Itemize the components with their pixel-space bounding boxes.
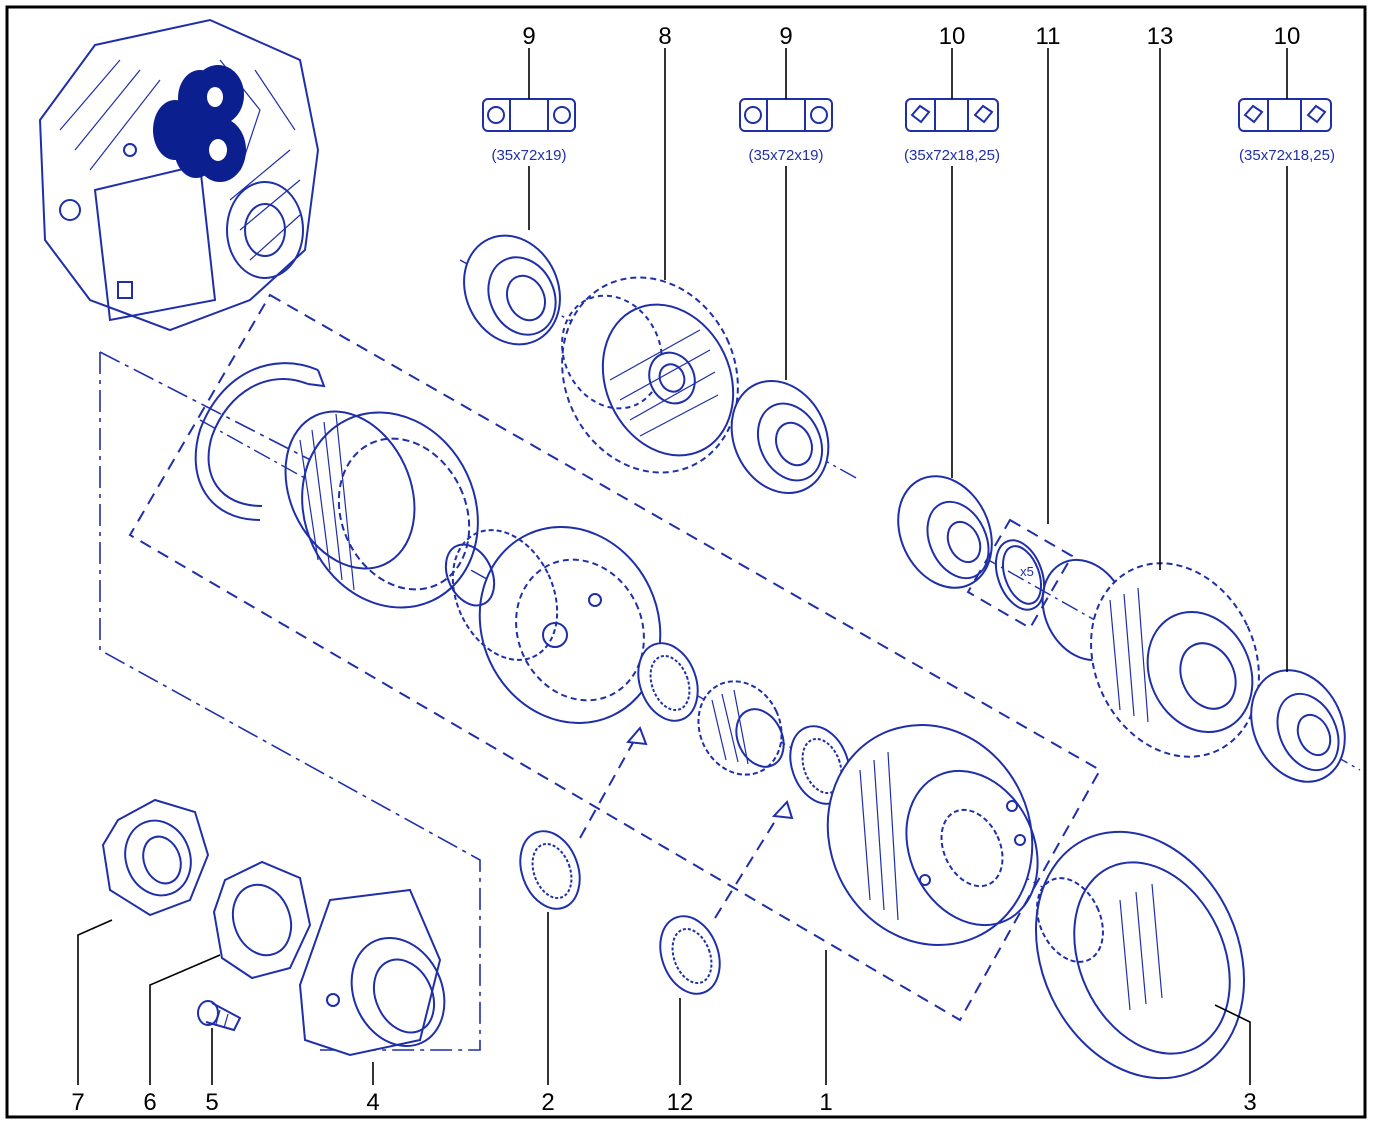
snap-ring — [194, 362, 326, 521]
assembly-boundary-differential — [128, 293, 1102, 1022]
part-13-gear — [1041, 558, 1260, 758]
part-2-thrust-bearing — [519, 830, 581, 910]
part-8-gear — [561, 276, 739, 474]
bearing-spec-10a: (35x72x18,25) — [904, 147, 1000, 164]
callout-8: 8 — [658, 23, 671, 50]
part-9-bearing-left — [463, 234, 561, 346]
ball-bearing-symbol-icon — [487, 106, 505, 124]
gearbox-thumbnail — [38, 18, 320, 332]
part-9-bearing-right — [730, 379, 830, 495]
bearing-symbol-10a — [905, 98, 999, 132]
diagram-frame — [5, 5, 1367, 1119]
tapered-roller-bearing-symbol-icon — [910, 104, 931, 124]
ring-gear-housing — [284, 410, 479, 609]
part-12-thrust-bearing — [659, 915, 721, 995]
bearing-symbol-9a — [482, 98, 576, 132]
part-5-bolt — [197, 1000, 242, 1032]
pinion-gear — [697, 680, 785, 776]
shim-quantity-note: x5 — [1020, 564, 1034, 579]
callout-13: 13 — [1147, 23, 1174, 50]
assembly-boundary-outer — [99, 351, 481, 1051]
callout-9-left: 9 — [522, 23, 535, 50]
part-6-hex-nut — [212, 860, 312, 980]
part-4-flange-bearing — [298, 888, 446, 1057]
callout-10-left: 10 — [939, 23, 966, 50]
callout-11: 11 — [1036, 23, 1061, 50]
part-1-planet-carrier — [826, 724, 1039, 946]
callout-9-right: 9 — [779, 23, 792, 50]
callout-12: 12 — [667, 1089, 694, 1116]
callout-1: 1 — [819, 1089, 832, 1116]
part-3-drum — [1035, 830, 1245, 1080]
highlighted-gear-set — [153, 65, 246, 182]
callout-2: 2 — [541, 1089, 554, 1116]
part-11-shim-set: x5 — [966, 518, 1074, 630]
bearing-spec-9a: (35x72x19) — [491, 147, 566, 164]
bearing-spec-10b: (35x72x18,25) — [1239, 147, 1335, 164]
bearing-symbol-10b — [1238, 98, 1332, 132]
part-7-nut-cap — [101, 798, 210, 917]
callout-7: 7 — [71, 1089, 84, 1116]
ball-bearing-symbol-icon — [744, 106, 762, 124]
part-10-bearing-left — [897, 475, 993, 589]
differential-carrier — [444, 526, 662, 724]
callout-5: 5 — [205, 1089, 218, 1116]
tapered-roller-bearing-symbol-icon — [1243, 104, 1264, 124]
callout-4: 4 — [366, 1089, 379, 1116]
part-10-bearing-right — [1250, 669, 1346, 783]
callout-6: 6 — [143, 1089, 156, 1116]
bearing-symbol-9b — [739, 98, 833, 132]
callout-3: 3 — [1243, 1089, 1256, 1116]
bearing-spec-9b: (35x72x19) — [748, 147, 823, 164]
callout-10-right: 10 — [1274, 23, 1301, 50]
thrust-bearing-upper — [637, 642, 699, 722]
